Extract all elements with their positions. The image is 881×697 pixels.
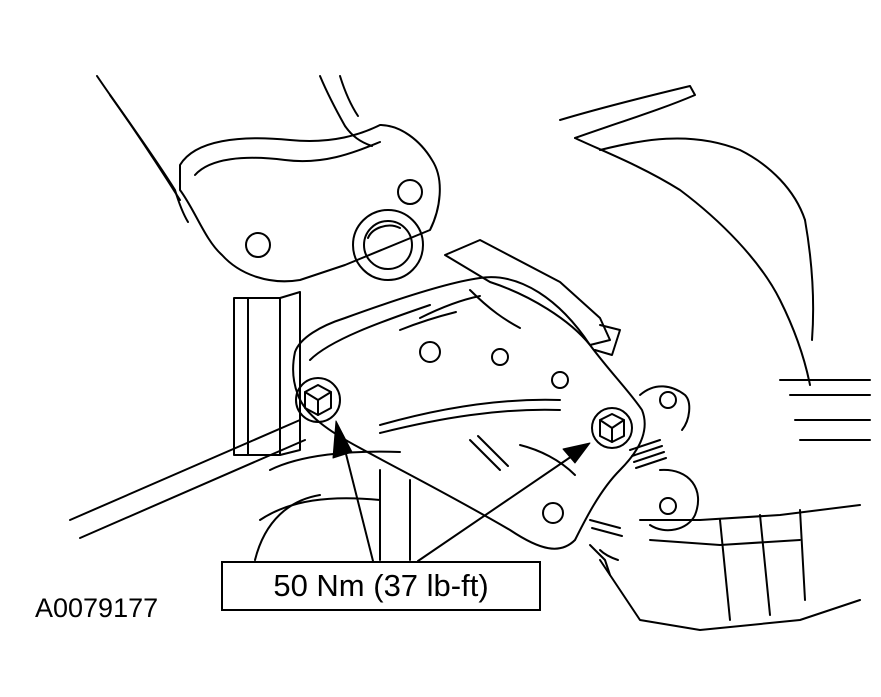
torque-specification-label: 50 Nm (37 lb-ft) xyxy=(221,561,541,611)
upper-pivot-bracket xyxy=(179,124,441,283)
right-leader-arrowhead xyxy=(562,442,591,464)
release-cable xyxy=(69,419,306,539)
right-bolt xyxy=(591,407,633,449)
latch-housing xyxy=(444,239,621,356)
left-bolt xyxy=(295,377,341,423)
floor-rail-outline xyxy=(254,450,861,631)
latch-plate xyxy=(292,276,646,550)
left-vertical-rail xyxy=(233,291,301,456)
seat-frame-outline xyxy=(96,75,871,441)
figure-id-label: A0079177 xyxy=(35,593,159,623)
callout-leaders xyxy=(344,449,576,562)
spring-linkage xyxy=(589,385,700,576)
left-leader-arrowhead xyxy=(332,420,353,459)
